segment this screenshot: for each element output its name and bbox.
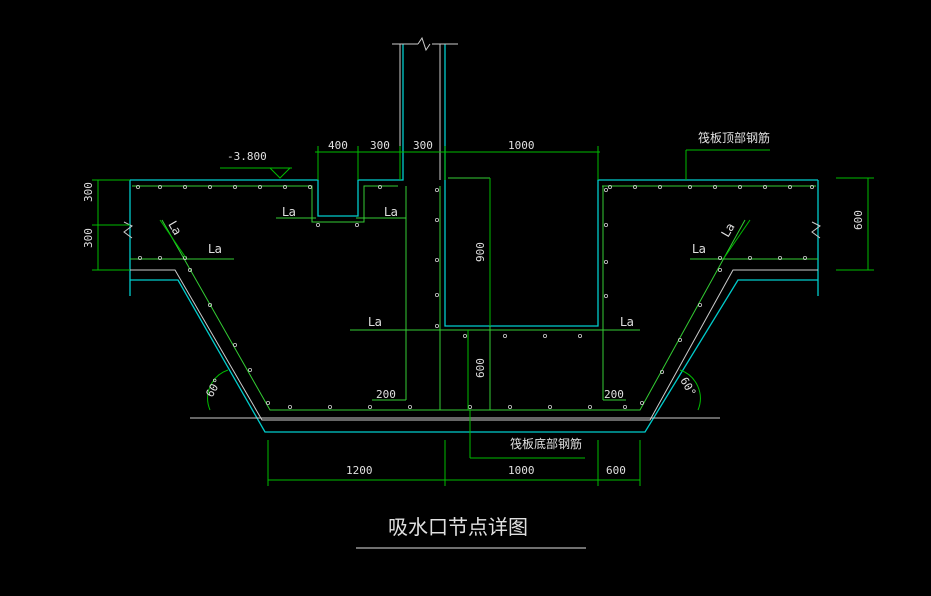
angle-right: 60° (677, 375, 698, 399)
elevation-marker (220, 167, 292, 179)
la-label: La (208, 242, 222, 256)
dimension-lines (92, 146, 874, 486)
la-label: La (368, 315, 382, 329)
dim-left-1: 300 (82, 182, 95, 202)
dim-top-4: 1000 (508, 139, 535, 152)
dim-top-3: 300 (413, 139, 433, 152)
dim-200-right: 200 (604, 388, 624, 401)
dim-bottom-3: 600 (606, 464, 626, 477)
dim-200-left: 200 (376, 388, 396, 401)
la-label: La (718, 220, 737, 239)
slab-outline (123, 36, 821, 421)
drawing-title: 吸水口节点详图 (388, 515, 528, 539)
dim-top-1: 400 (328, 139, 348, 152)
elevation-label: -3.800 (227, 150, 267, 163)
angle-arcs (207, 369, 701, 411)
dim-right: 600 (852, 210, 865, 230)
la-label: La (384, 205, 398, 219)
dim-900: 900 (474, 242, 487, 262)
la-label: La (692, 242, 706, 256)
bottom-rebar-note: 筏板底部钢筋 (510, 436, 582, 451)
dim-top-2: 300 (370, 139, 390, 152)
dim-left-2: 300 (82, 228, 95, 248)
la-label: La (620, 315, 634, 329)
dim-bottom-1: 1200 (346, 464, 373, 477)
la-label: La (165, 219, 184, 238)
rebar-dots (135, 184, 815, 409)
dim-600-mid: 600 (474, 358, 487, 378)
dim-bottom-2: 1000 (508, 464, 535, 477)
la-label: La (282, 205, 296, 219)
top-rebar-note: 筏板顶部钢筋 (698, 130, 770, 145)
angle-left: 60° (203, 376, 224, 400)
